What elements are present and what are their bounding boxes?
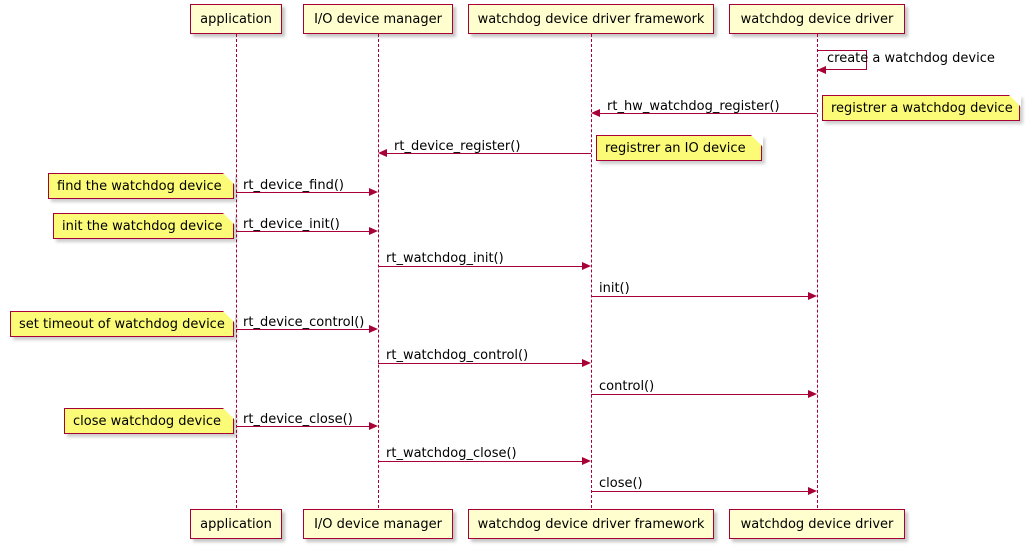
participant-bottom-watchdog-driver[interactable]: watchdog device driver [729, 509, 905, 539]
note-fold-icon [1008, 94, 1021, 107]
lifeline-watchdog-driver [817, 34, 818, 508]
message-label-m13: close() [599, 476, 643, 491]
message-label-m1: create a watchdog device [827, 51, 995, 66]
message-line-m12 [378, 461, 582, 462]
arrowhead-m11 [369, 422, 378, 430]
participant-label: application [200, 11, 272, 27]
message-label-m7: init() [599, 281, 630, 296]
note-fold-icon [750, 134, 763, 147]
note-fold-icon [222, 407, 235, 420]
note-text: set timeout of watchdog device [19, 316, 225, 332]
note-init-the-watchdog-device: init the watchdog device [53, 212, 235, 239]
participant-label: watchdog device driver [740, 516, 894, 532]
participant-label: I/O device manager [314, 11, 442, 27]
participant-top-application[interactable]: application [190, 4, 282, 34]
participant-label: watchdog device driver framework [477, 11, 705, 27]
note-fold-icon [222, 212, 235, 225]
arrowhead-m8 [369, 325, 378, 333]
note-text: init the watchdog device [62, 218, 223, 234]
message-line-m10 [591, 394, 808, 395]
message-line-m4 [236, 192, 369, 193]
arrowhead-m12 [582, 457, 591, 465]
participant-label: I/O device manager [314, 516, 442, 532]
message-label-m11: rt_device_close() [243, 412, 353, 427]
participant-top-watchdog-driver[interactable]: watchdog device driver [729, 4, 905, 34]
participant-label: watchdog device driver framework [477, 516, 705, 532]
participant-top-io-device-manager[interactable]: I/O device manager [303, 4, 453, 34]
arrowhead-m7 [808, 292, 817, 300]
message-line-m7 [591, 296, 808, 297]
note-fold-icon [222, 172, 235, 185]
participant-bottom-watchdog-framework[interactable]: watchdog device driver framework [468, 509, 714, 539]
message-label-m10: control() [599, 379, 655, 394]
arrowhead-m3 [378, 149, 387, 157]
message-line-m8 [236, 329, 369, 330]
message-line-m13 [591, 491, 808, 492]
message-label-m5: rt_device_init() [243, 217, 340, 232]
message-label-m4: rt_device_find() [243, 178, 344, 193]
arrowhead-m6 [582, 262, 591, 270]
arrowhead-m9 [582, 359, 591, 367]
lifeline-io-device-manager [378, 34, 379, 508]
participant-label: watchdog device driver [740, 11, 894, 27]
message-label-m12: rt_watchdog_close() [386, 446, 517, 461]
participant-label: application [200, 516, 272, 532]
participant-bottom-io-device-manager[interactable]: I/O device manager [303, 509, 453, 539]
message-line-m5 [236, 231, 369, 232]
note-text: registrer an IO device [605, 140, 746, 156]
message-line-m9 [378, 363, 582, 364]
arrowhead-m2 [591, 109, 600, 117]
note-text: close watchdog device [73, 413, 221, 429]
message-label-m3: rt_device_register() [394, 139, 521, 154]
participant-top-watchdog-framework[interactable]: watchdog device driver framework [468, 4, 714, 34]
note-registrer-a-watchdog-device: registrer a watchdog device [822, 94, 1021, 121]
message-line-m11 [236, 426, 369, 427]
arrowhead-m10 [808, 390, 817, 398]
message-line-m2 [596, 113, 817, 114]
arrowhead-m4 [369, 188, 378, 196]
message-label-m9: rt_watchdog_control() [386, 348, 529, 363]
note-text: registrer a watchdog device [831, 100, 1013, 116]
note-text: find the watchdog device [57, 178, 222, 194]
arrowhead-m13 [808, 487, 817, 495]
note-fold-icon [222, 310, 235, 323]
arrowhead-m5 [369, 227, 378, 235]
participant-bottom-application[interactable]: application [190, 509, 282, 539]
message-line-m6 [378, 266, 582, 267]
message-label-m8: rt_device_control() [243, 315, 365, 330]
note-find-the-watchdog-device: find the watchdog device [48, 172, 235, 199]
message-label-m2: rt_hw_watchdog_register() [607, 99, 780, 114]
message-line-m3 [383, 153, 591, 154]
arrowhead-m1 [817, 66, 826, 74]
lifeline-application [236, 34, 237, 508]
lifeline-watchdog-framework [591, 34, 592, 508]
self-message-create-watchdog-device [817, 50, 867, 70]
note-registrer-an-io-device: registrer an IO device [596, 134, 763, 161]
note-close-watchdog-device: close watchdog device [64, 407, 235, 434]
message-label-m6: rt_watchdog_init() [386, 251, 504, 266]
note-set-timeout-of-watchdog-device: set timeout of watchdog device [10, 310, 235, 337]
